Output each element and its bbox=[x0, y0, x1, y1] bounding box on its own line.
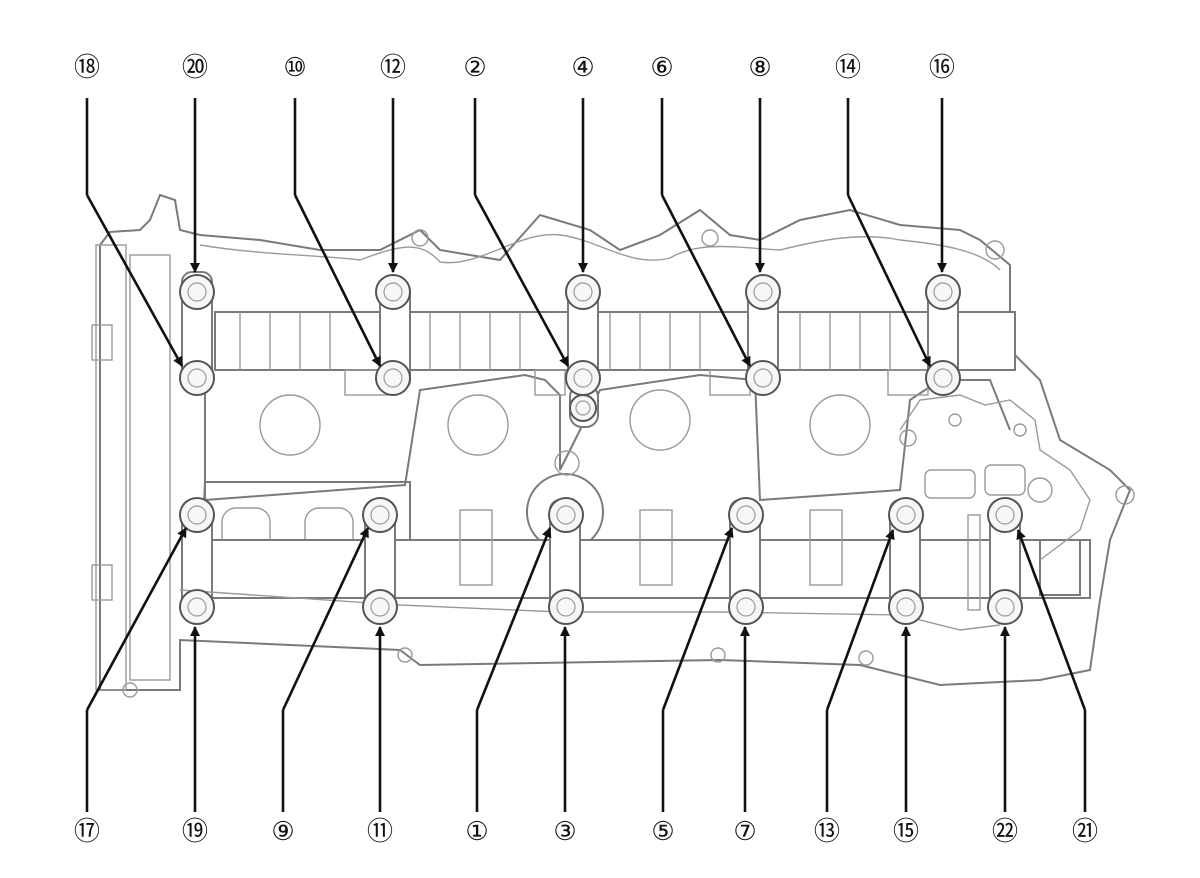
callout-label-22: ㉒ bbox=[992, 817, 1018, 847]
callout-label-21: ㉑ bbox=[1072, 817, 1098, 847]
bolt-20 bbox=[179, 274, 215, 310]
callout-label-9: ⑨ bbox=[271, 817, 294, 847]
callout-5: ⑤ bbox=[651, 527, 734, 847]
bolt-17 bbox=[179, 497, 215, 533]
top-callouts: ⑱ ⑳ ⑩ ⑫ ② ④ ⑥ ⑧ bbox=[74, 53, 955, 367]
callout-17: ⑰ bbox=[74, 527, 188, 847]
callout-label-19: ⑲ bbox=[182, 817, 208, 847]
callout-label-13: ⑬ bbox=[814, 817, 840, 847]
callout-20: ⑳ bbox=[182, 53, 208, 273]
bolt-21 bbox=[987, 497, 1023, 533]
bolt-3 bbox=[548, 589, 584, 625]
bottom-callouts: ⑰ ⑲ ⑨ ⑪ ① ③ ⑤ ⑦ bbox=[74, 527, 1098, 847]
callout-label-20: ⑳ bbox=[182, 53, 208, 83]
bolt-4 bbox=[565, 274, 601, 310]
callout-label-1: ① bbox=[465, 817, 488, 847]
callout-19: ⑲ bbox=[182, 626, 208, 847]
bolt-13 bbox=[888, 497, 924, 533]
bolt-12 bbox=[375, 274, 411, 310]
callout-label-5: ⑤ bbox=[651, 817, 674, 847]
bolt-7 bbox=[728, 589, 764, 625]
bolt-10 bbox=[375, 360, 411, 396]
bolt-14 bbox=[925, 360, 961, 396]
callout-1: ① bbox=[465, 527, 552, 847]
callout-7: ⑦ bbox=[733, 626, 757, 847]
bolt-center-small bbox=[569, 394, 597, 422]
callout-10: ⑩ bbox=[283, 53, 382, 367]
callout-8: ⑧ bbox=[748, 53, 772, 273]
callout-16: ⑯ bbox=[929, 53, 955, 273]
callout-13: ⑬ bbox=[814, 529, 895, 847]
callout-label-10: ⑩ bbox=[283, 53, 306, 83]
callout-18: ⑱ bbox=[74, 53, 184, 367]
bolt-8 bbox=[745, 274, 781, 310]
bolt-19 bbox=[179, 589, 215, 625]
callout-6: ⑥ bbox=[650, 53, 752, 367]
bolt-15 bbox=[888, 589, 924, 625]
callout-label-14: ⑭ bbox=[835, 53, 861, 83]
bolt-heads bbox=[179, 274, 1023, 625]
bolt-11 bbox=[362, 589, 398, 625]
callout-4: ④ bbox=[571, 53, 595, 273]
callout-label-2: ② bbox=[463, 53, 486, 83]
callout-11: ⑪ bbox=[367, 626, 393, 847]
bolt-2 bbox=[565, 360, 601, 396]
bolt-16 bbox=[925, 274, 961, 310]
callout-2: ② bbox=[463, 53, 570, 367]
callout-label-8: ⑧ bbox=[748, 53, 771, 83]
callout-label-17: ⑰ bbox=[74, 817, 100, 847]
callout-3: ③ bbox=[553, 626, 577, 847]
callout-label-6: ⑥ bbox=[650, 53, 673, 83]
callout-label-7: ⑦ bbox=[733, 817, 756, 847]
bolt-9 bbox=[362, 497, 398, 533]
cylinder-head-drawing bbox=[91, 193, 1135, 698]
callout-label-11: ⑪ bbox=[367, 817, 393, 847]
callout-label-3: ③ bbox=[553, 817, 576, 847]
callout-label-15: ⑮ bbox=[893, 817, 919, 847]
bolt-5 bbox=[728, 497, 764, 533]
bolt-6 bbox=[745, 360, 781, 396]
callout-15: ⑮ bbox=[893, 626, 919, 847]
callout-14: ⑭ bbox=[835, 53, 932, 367]
callout-22: ㉒ bbox=[992, 626, 1018, 847]
bolt-22 bbox=[987, 589, 1023, 625]
callout-21: ㉑ bbox=[1016, 529, 1098, 847]
callout-9: ⑨ bbox=[271, 527, 370, 847]
callout-label-4: ④ bbox=[571, 53, 594, 83]
callout-label-16: ⑯ bbox=[929, 53, 955, 83]
callout-label-12: ⑫ bbox=[380, 53, 406, 83]
callout-label-18: ⑱ bbox=[74, 53, 100, 83]
bolt-18 bbox=[179, 360, 215, 396]
bolt-1 bbox=[548, 497, 584, 533]
callout-12: ⑫ bbox=[380, 53, 406, 273]
